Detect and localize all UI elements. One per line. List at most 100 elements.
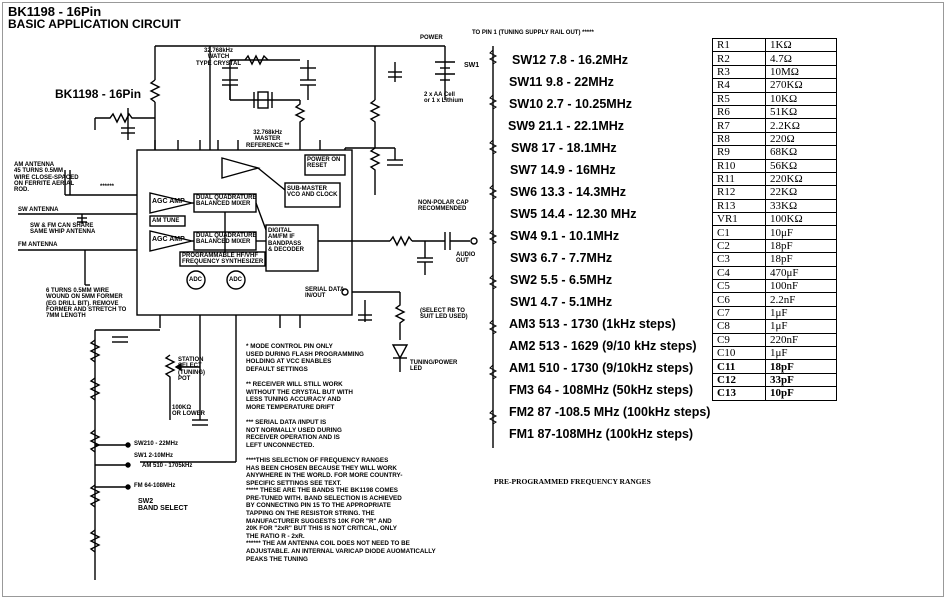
page-title: BK1198 - 16Pin xyxy=(8,4,102,19)
note-line: ****THIS SELECTION OF FREQUENCY RANGES xyxy=(246,456,389,464)
sub-master-block: SUB-MASTER VCO AND CLOCK xyxy=(287,186,338,199)
component-ref: R4 xyxy=(712,78,766,93)
note-line: SPECIFIC SETTINGS SEE TEXT. xyxy=(246,479,342,487)
crystal-label: 32.768kHz WATCH TYPE CRYSTAL xyxy=(196,48,242,67)
component-ref: R12 xyxy=(712,185,766,200)
component-value: 10μF xyxy=(765,225,837,240)
note-line xyxy=(246,449,436,457)
band-fm1: FM1 87-108MHz (100kHz steps) xyxy=(509,427,694,441)
agc-amp-1: AGC AMP xyxy=(152,198,185,205)
band-sw2: SW2 5.5 - 6.5MHz xyxy=(510,273,613,287)
band-am2: AM2 513 - 1629 (9/10 kHz steps) xyxy=(509,339,697,353)
band-sw6: SW6 13.3 - 14.3MHz xyxy=(510,185,627,199)
note-line xyxy=(246,373,436,381)
sw1-label: SW1 xyxy=(464,62,480,69)
band-sw1: SW1 4.7 - 5.1MHz xyxy=(510,295,613,309)
component-value: 33pF xyxy=(765,372,837,388)
note-line: WITHOUT THE CRYSTAL BUT WITH xyxy=(246,388,353,396)
note-line: ** RECEIVER WILL STILL WORK xyxy=(246,380,343,388)
component-ref: R13 xyxy=(712,198,766,214)
note-line: HAS BEEN CHOSEN BECAUSE THEY WILL WORK xyxy=(246,464,397,472)
note-line: USED DURING FLASH PROGRAMMING xyxy=(246,350,364,358)
mixer-1: DUAL QUADRATURE BALANCED MIXER xyxy=(196,195,257,208)
note-line: ****** THE AM ANTENNA COIL DOES NOT NEED… xyxy=(246,540,410,548)
station-select-label: STATION SELECT (TUNING) POT xyxy=(178,357,205,382)
footnotes: * MODE CONTROL PIN ONLY USED DURING FLAS… xyxy=(246,343,436,563)
serial-data-label: SERIAL DATA IN/OUT xyxy=(305,287,345,300)
band-tap-3: AM 510 - 1705kHz xyxy=(142,463,193,469)
select-r8-note: (SELECT R8 TO SUIT LED USED) xyxy=(420,308,468,321)
note-line: ***** THESE ARE THE BANDS THE BK1198 COM… xyxy=(246,487,398,495)
band-sw4: SW4 9.1 - 10.1MHz xyxy=(510,229,620,243)
component-ref: R6 xyxy=(712,104,766,120)
component-value: 1μF xyxy=(765,305,837,321)
component-value: 33KΩ xyxy=(765,198,837,214)
note-line: LESS TUNING ACCURACY AND xyxy=(246,396,341,404)
component-ref: C11 xyxy=(712,359,766,374)
note-line: MORE TEMPERATURE DRIFT xyxy=(246,403,335,411)
component-ref: C1 xyxy=(712,225,766,240)
band-tap-1: SW210 - 22MHz xyxy=(134,441,179,447)
note-line: DEFAULT SETTINGS xyxy=(246,365,308,373)
page-subtitle: BASIC APPLICATION CIRCUIT xyxy=(8,17,181,31)
component-ref: C10 xyxy=(712,345,766,361)
component-value: 1μF xyxy=(765,319,837,334)
band-sw10: SW10 2.7 - 10.25MHz xyxy=(509,97,632,111)
note-line: LEFT UNCONNECTED. xyxy=(246,441,315,449)
chip-label: BK1198 - 16Pin xyxy=(55,87,142,101)
component-value: 56KΩ xyxy=(765,158,837,173)
component-value: 2.2nF xyxy=(765,292,837,307)
preprogrammed-label: PRE-PROGRAMMED FREQUENCY RANGES xyxy=(494,477,651,486)
power-on-reset-block: POWER ON RESET xyxy=(307,157,341,170)
component-value: 18pF xyxy=(765,238,837,254)
component-value: 220KΩ xyxy=(765,171,837,187)
adc-1: ADC xyxy=(189,277,202,283)
component-value: 4.7Ω xyxy=(765,51,837,66)
band-select-label: SW2 BAND SELECT xyxy=(138,498,188,513)
synthesizer-block: PROGRAMMABLE HF/VHF FREQUENCY SYNTHESIZE… xyxy=(182,253,264,266)
note-line: NOT NORMALLY USED DURING xyxy=(246,426,342,434)
component-ref: C12 xyxy=(712,372,766,388)
component-ref: C8 xyxy=(712,319,766,334)
component-ref: R9 xyxy=(712,145,766,160)
if-decoder-block: DIGITAL AM/FM IF BANDPASS & DECODER xyxy=(268,228,305,253)
fm-antenna-label: FM ANTENNA xyxy=(18,242,58,248)
note-line: PEAKS THE TUNING xyxy=(246,555,308,563)
component-value: 2.2KΩ xyxy=(765,118,837,133)
note-line: ADJUSTABLE. AN INTERNAL VARICAP DIODE AU… xyxy=(246,548,436,556)
am-antenna-stars: ****** xyxy=(100,184,115,190)
band-sw9: SW9 21.1 - 22.1MHz xyxy=(508,119,625,133)
note-line: *** SERIAL DATA /INPUT IS xyxy=(246,418,327,426)
band-fm3: FM3 64 - 108MHz (50kHz steps) xyxy=(509,383,694,397)
component-value: 470μF xyxy=(765,265,837,281)
band-tap-4: FM 64-108MHz xyxy=(134,483,176,489)
band-tap-2: SW1 2-10MHz xyxy=(134,453,174,459)
component-value: 68KΩ xyxy=(765,145,837,160)
component-ref: C6 xyxy=(712,292,766,307)
fm-coil-note: 6 TURNS 0.5MM WIRE WOUND ON 5MM FORMER (… xyxy=(46,288,127,320)
note-line: RECEIVER OPERATION AND IS xyxy=(246,434,340,442)
component-value: 220Ω xyxy=(765,131,837,147)
component-value: 270KΩ xyxy=(765,78,837,93)
band-sw7: SW7 14.9 - 16MHz xyxy=(510,163,616,177)
audio-out-label: AUDIO OUT xyxy=(456,252,476,265)
component-ref: C7 xyxy=(712,305,766,321)
